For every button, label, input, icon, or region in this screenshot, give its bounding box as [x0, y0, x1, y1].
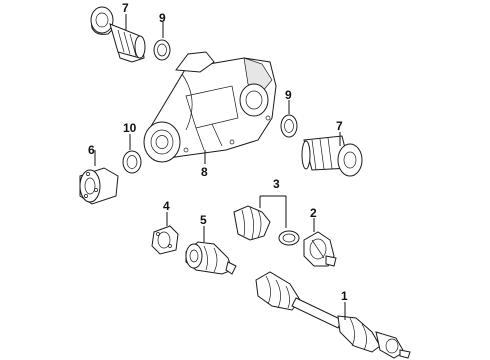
callout-7-top: 7 [122, 1, 129, 15]
part-9-seal-right [280, 114, 298, 138]
part-3-boot-kit [233, 205, 300, 246]
part-2-cv-joint [303, 231, 337, 267]
callout-9-right: 9 [285, 88, 292, 102]
part-1-drive-axle [255, 271, 411, 359]
part-10-seal [122, 150, 142, 174]
part-4-cv-flange [151, 225, 179, 255]
part-7-flange-shaft-right [301, 135, 363, 177]
callout-1: 1 [341, 289, 348, 303]
callout-3: 3 [273, 177, 280, 191]
part-7-flange-shaft-top [90, 6, 146, 63]
callout-5: 5 [200, 213, 207, 227]
part-5-cv-joint [185, 241, 237, 275]
part-9-seal-top [153, 39, 171, 61]
callout-7-right: 7 [336, 119, 343, 133]
part-8-differential-housing [143, 51, 277, 163]
callout-9-top: 9 [159, 11, 166, 25]
part-6-flange [79, 167, 119, 205]
callout-8: 8 [201, 165, 208, 179]
callout-4: 4 [163, 199, 170, 213]
callout-10: 10 [123, 121, 137, 135]
callout-6: 6 [88, 143, 95, 157]
callout-2: 2 [310, 206, 317, 220]
